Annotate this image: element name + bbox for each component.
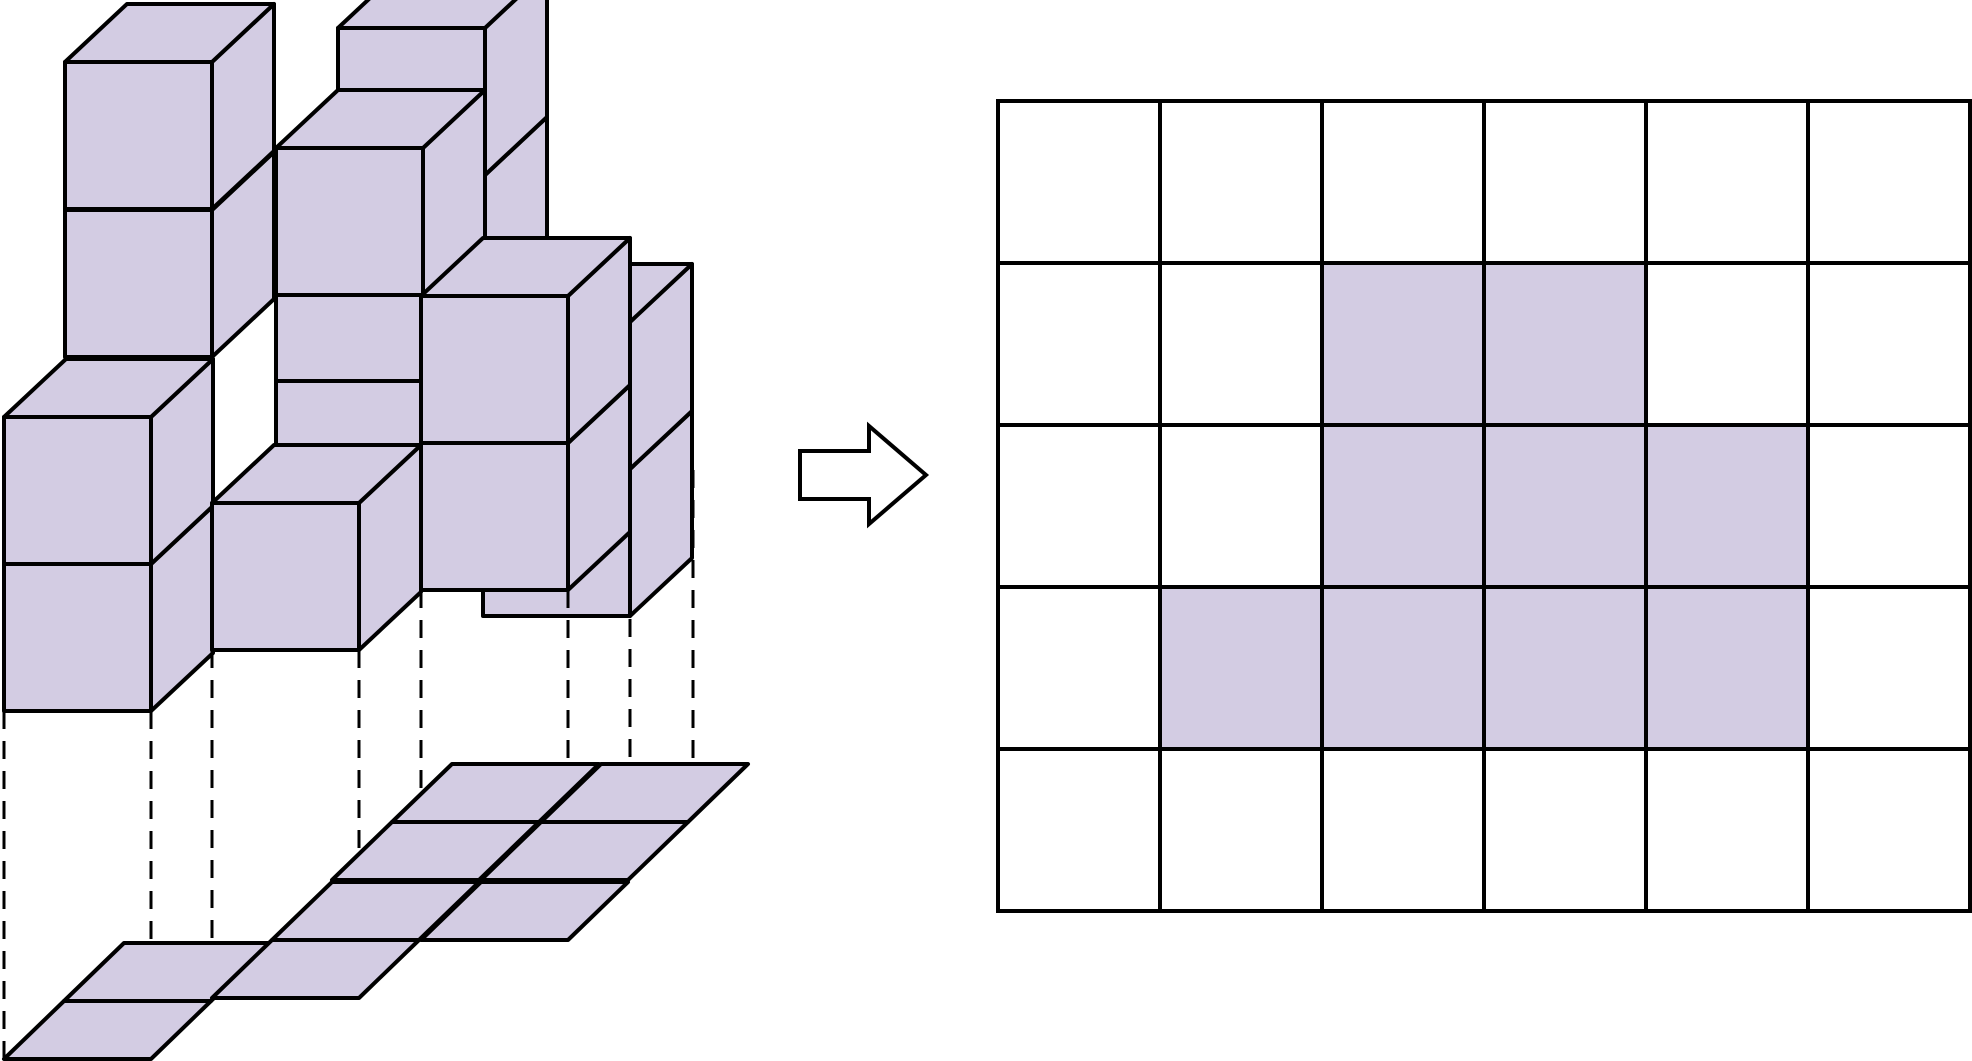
cube-front-face — [419, 441, 570, 592]
grid-cell-r3-c6 — [1806, 423, 1972, 589]
grid-cell-r3-c5 — [1644, 423, 1810, 589]
grid-cell-r2-c4 — [1482, 261, 1648, 427]
grid-cell-r1-c3 — [1320, 99, 1486, 265]
cube-13 — [2, 357, 215, 566]
grid-cell-r2-c6 — [1806, 261, 1972, 427]
right-arrow-icon — [798, 421, 930, 529]
grid-cell-r4-c5 — [1644, 585, 1810, 751]
cube-7 — [274, 88, 487, 297]
grid-cell-r2-c1 — [996, 261, 1162, 427]
grid-cell-r3-c2 — [1158, 423, 1324, 589]
cube-front-face — [2, 415, 153, 566]
grid-cell-r4-c1 — [996, 585, 1162, 751]
grid-cell-r2-c2 — [1158, 261, 1324, 427]
grid-cell-r3-c1 — [996, 423, 1162, 589]
cube-front-face — [419, 294, 570, 445]
cube-front-face — [210, 501, 361, 652]
grid-cell-r5-c4 — [1482, 747, 1648, 913]
grid-cell-r1-c5 — [1644, 99, 1810, 265]
cube-front-face — [2, 562, 153, 713]
cube-front-face — [63, 208, 214, 359]
floor-tile-1 — [2, 999, 213, 1061]
cube-4 — [63, 2, 276, 211]
grid-cell-r3-c3 — [1320, 423, 1486, 589]
grid-cell-r2-c5 — [1644, 261, 1810, 427]
grid-cell-r5-c3 — [1320, 747, 1486, 913]
grid-cell-r4-c3 — [1320, 585, 1486, 751]
grid-cell-r5-c1 — [996, 747, 1162, 913]
floor-tile-9 — [539, 762, 750, 824]
cube-14 — [210, 443, 423, 652]
grid-cell-r1-c6 — [1806, 99, 1972, 265]
floor-projection — [2, 762, 750, 1061]
grid-cell-r2-c3 — [1320, 261, 1486, 427]
projection-grid — [996, 99, 1972, 913]
grid-cell-r1-c4 — [1482, 99, 1648, 265]
cube-11 — [419, 236, 632, 445]
grid-cell-r4-c2 — [1158, 585, 1324, 751]
grid-cell-r4-c6 — [1806, 585, 1972, 751]
grid-cell-r5-c2 — [1158, 747, 1324, 913]
cube-front-face — [63, 60, 214, 211]
cube-stack — [2, 0, 694, 713]
grid-cell-r5-c6 — [1806, 747, 1972, 913]
grid-cell-r3-c4 — [1482, 423, 1648, 589]
grid-cell-r1-c1 — [996, 99, 1162, 265]
cube-front-face — [274, 146, 425, 297]
grid-cell-r4-c4 — [1482, 585, 1648, 751]
grid-cell-r1-c2 — [1158, 99, 1324, 265]
grid-cell-r5-c5 — [1644, 747, 1810, 913]
